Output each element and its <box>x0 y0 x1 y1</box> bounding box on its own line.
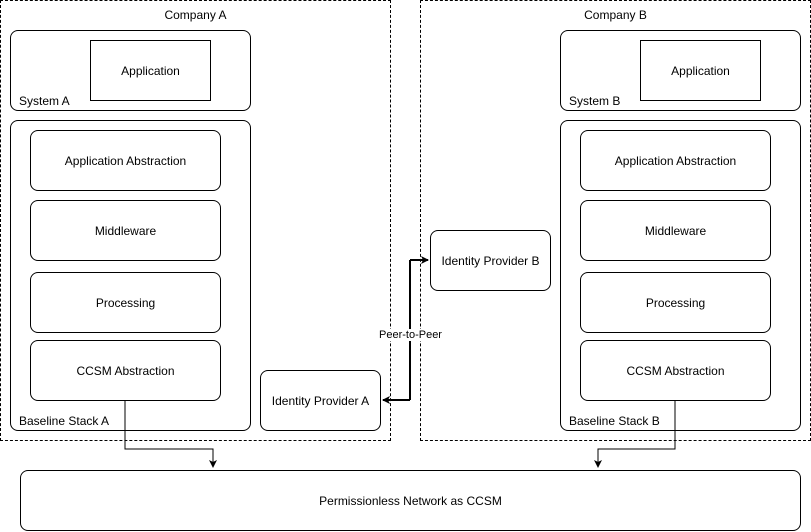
application-abstraction-b-box: Application Abstraction <box>580 130 771 191</box>
system-a-label: System A <box>19 94 70 108</box>
application-abstraction-b-label: Application Abstraction <box>614 153 737 168</box>
middleware-a-label: Middleware <box>94 223 157 238</box>
ccsm-abstraction-a-label: CCSM Abstraction <box>76 363 175 378</box>
identity-provider-a-label: Identity Provider A <box>271 393 370 408</box>
identity-provider-b-label: Identity Provider B <box>441 253 540 268</box>
company-b-title: Company B <box>584 8 647 22</box>
middleware-b-label: Middleware <box>644 223 707 238</box>
application-a-label: Application <box>121 63 180 78</box>
identity-provider-b-box: Identity Provider B <box>430 230 551 291</box>
baseline-stack-b-label: Baseline Stack B <box>569 414 660 428</box>
application-abstraction-a-box: Application Abstraction <box>30 130 221 191</box>
system-b-label: System B <box>569 94 621 108</box>
ccsm-abstraction-b-label: CCSM Abstraction <box>626 363 725 378</box>
middleware-a-box: Middleware <box>30 200 221 261</box>
processing-b-label: Processing <box>645 295 706 310</box>
ccsm-abstraction-b-box: CCSM Abstraction <box>580 340 771 401</box>
peer-to-peer-label: Peer-to-Peer <box>378 329 443 341</box>
processing-b-box: Processing <box>580 272 771 333</box>
application-b-box: Application <box>640 40 761 101</box>
processing-a-label: Processing <box>95 295 156 310</box>
application-b-label: Application <box>671 63 730 78</box>
identity-provider-a-box: Identity Provider A <box>260 370 381 431</box>
application-a-box: Application <box>90 40 211 101</box>
middleware-b-box: Middleware <box>580 200 771 261</box>
baseline-stack-a-label: Baseline Stack A <box>19 414 110 428</box>
permissionless-network-label: Permissionless Network as CCSM <box>319 493 502 508</box>
company-a-title: Company A <box>164 8 227 22</box>
ccsm-abstraction-a-box: CCSM Abstraction <box>30 340 221 401</box>
permissionless-network-box: Permissionless Network as CCSM <box>20 470 801 531</box>
processing-a-box: Processing <box>30 272 221 333</box>
application-abstraction-a-label: Application Abstraction <box>64 153 187 168</box>
